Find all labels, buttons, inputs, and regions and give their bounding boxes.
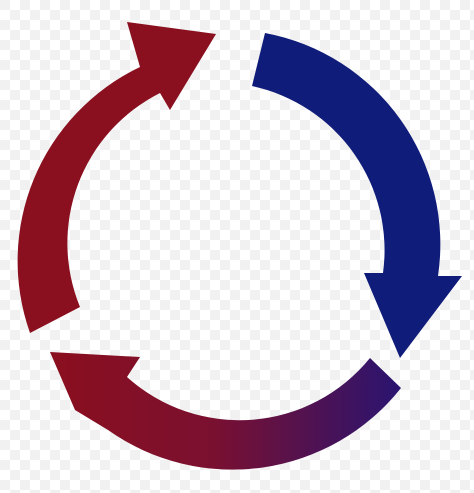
red-cycle-arrow: [17, 22, 216, 333]
blue-cycle-arrow: [252, 33, 462, 358]
gradient-cycle-arrow: [50, 352, 401, 470]
